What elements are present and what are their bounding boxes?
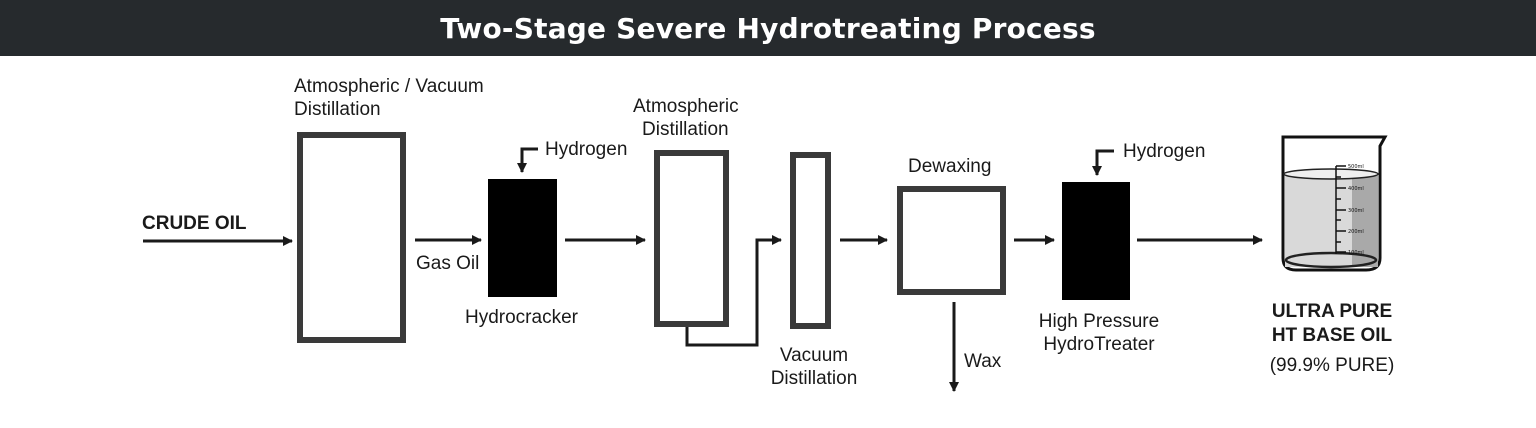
beaker-mark: 500ml (1348, 164, 1364, 170)
output-label-1: ULTRA PURE (1271, 301, 1393, 322)
hydrotreater-hydrogen-label: Hydrogen (1123, 141, 1206, 162)
beaker-mark: 100ml (1348, 250, 1364, 256)
beaker-mark: 400ml (1348, 186, 1364, 192)
gas-oil-label: Gas Oil (416, 253, 480, 274)
atm-vac-distillation-column (297, 132, 406, 343)
atm-distillation-column (654, 150, 729, 327)
output-label-3: (99.9% PURE) (1269, 355, 1395, 376)
atm-vac-distillation-label-2: Distillation (294, 99, 381, 120)
hydrocracker-unit (488, 179, 557, 297)
atm-distillation-label-2: Distillation (642, 119, 729, 140)
dewaxing-unit (897, 186, 1006, 295)
output-label-2: HT BASE OIL (1271, 325, 1393, 346)
page-title: Two-Stage Severe Hydrotreating Process (440, 11, 1096, 45)
hydrotreater-unit (1062, 182, 1130, 300)
hydrocracker-label: Hydrocracker (465, 307, 578, 328)
atm-distillation-label-1: Atmospheric (633, 96, 739, 117)
dewaxing-label: Dewaxing (908, 156, 992, 177)
atm-vac-distillation-label-1: Atmospheric / Vacuum (294, 76, 484, 97)
hydrotreater-label-2: HydroTreater (1043, 334, 1155, 355)
crude-oil-label: CRUDE OIL (142, 213, 247, 234)
hydrocracker-hydrogen-label: Hydrogen (545, 139, 628, 160)
beaker-mark: 200ml (1348, 229, 1364, 235)
wax-label: Wax (964, 351, 1002, 372)
hydrotreater-label-1: High Pressure (1038, 311, 1160, 332)
atm-to-vacuum-arrow (685, 235, 782, 347)
hydrocracker-hydrogen-arrow (517, 147, 538, 173)
title-bar: Two-Stage Severe Hydrotreating Process (0, 0, 1536, 56)
beaker-mark: 300ml (1348, 208, 1364, 214)
vacuum-distillation-column (790, 152, 831, 329)
vacuum-distillation-label-2: Distillation (770, 368, 858, 389)
vacuum-distillation-label-1: Vacuum (779, 345, 849, 366)
beaker-icon: 500ml 400ml 300ml 200ml 100ml (1281, 135, 1388, 272)
hydrotreater-hydrogen-arrow (1092, 149, 1114, 176)
